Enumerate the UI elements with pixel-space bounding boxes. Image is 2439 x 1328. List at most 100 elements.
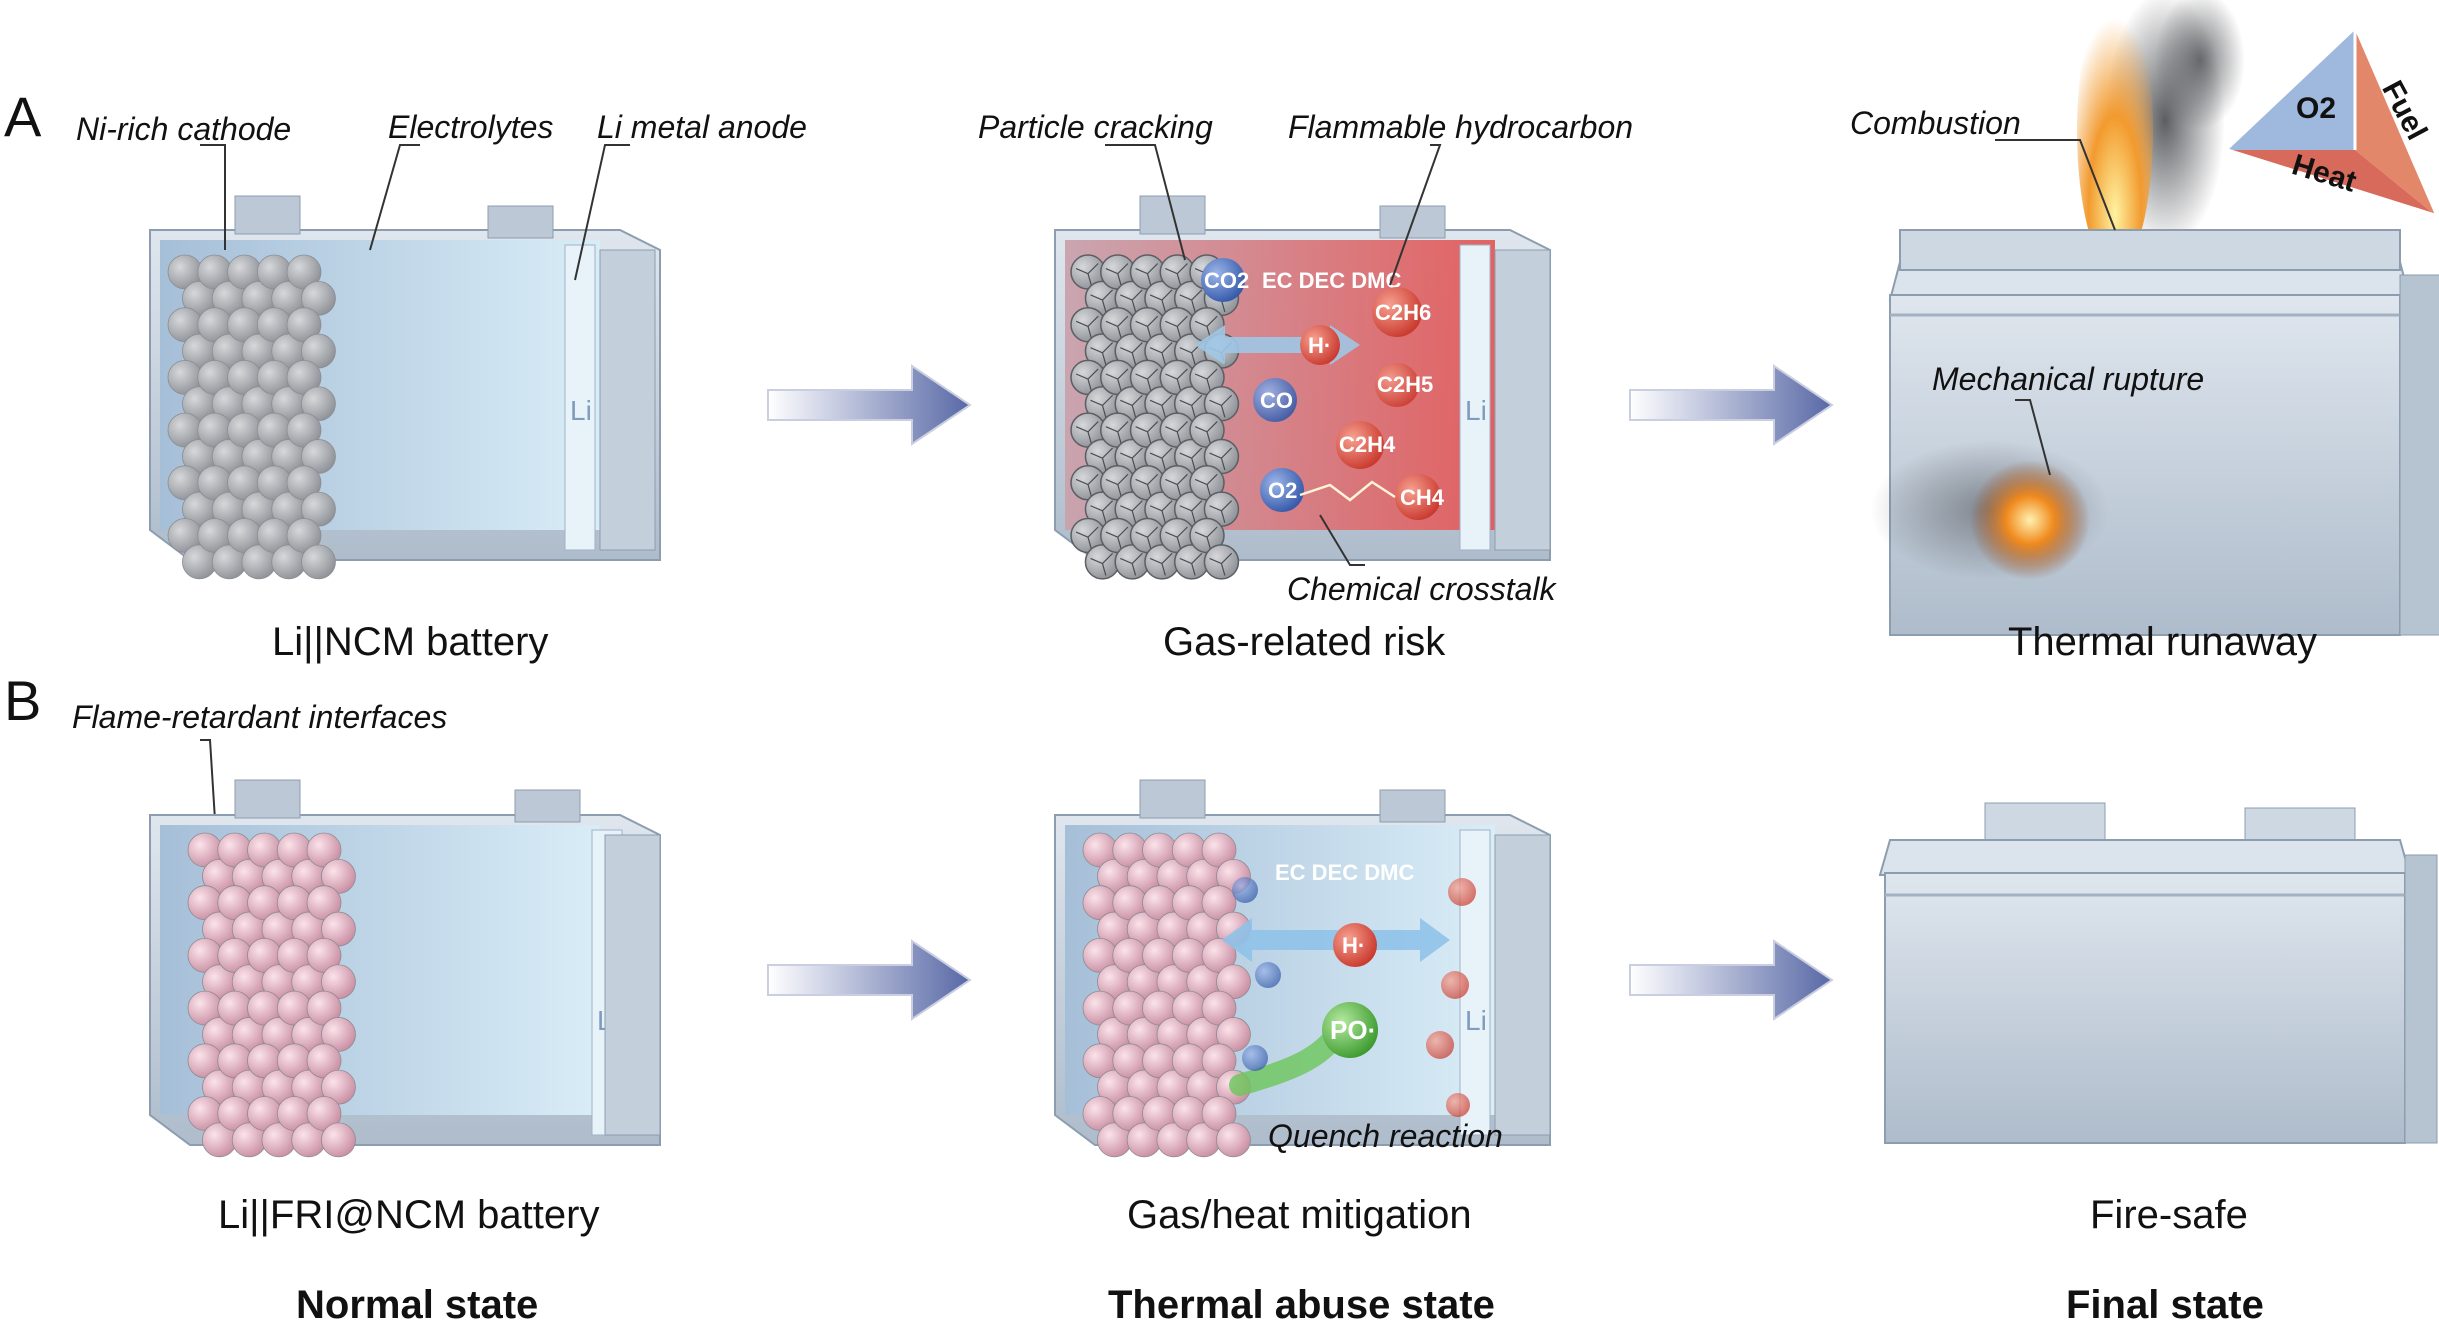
gas-o2-label: O2 bbox=[1268, 478, 1297, 503]
gas-co bbox=[1253, 378, 1297, 422]
arrow-b1 bbox=[767, 939, 972, 1021]
state-normal: Normal state bbox=[296, 1283, 538, 1327]
particle-crack bbox=[1075, 368, 1099, 392]
gas-c2h5 bbox=[1375, 363, 1419, 407]
particle-crack bbox=[1090, 447, 1114, 471]
particle-crack bbox=[1105, 315, 1129, 339]
particle-crack bbox=[1179, 500, 1203, 523]
cathode-particles-pink bbox=[187, 832, 356, 1158]
battery-gas-risk: Li EC DEC DMC CO2 H· C2H6 C2H5 CO C2H4 O… bbox=[1054, 195, 1551, 580]
particle-crack bbox=[1165, 315, 1188, 339]
arrow-b2 bbox=[1629, 939, 1834, 1021]
gas-c2h5-label: C2H5 bbox=[1377, 372, 1433, 397]
particle-crack bbox=[1075, 315, 1099, 339]
fire-triangle: O2 Fuel Heat bbox=[2227, 30, 2436, 217]
particle-crack bbox=[1179, 289, 1203, 313]
particle-crack bbox=[1209, 447, 1233, 471]
cathode-particles-pink bbox=[1082, 832, 1251, 1158]
caption-li-ncm: Li||NCM battery bbox=[272, 620, 548, 664]
particle-crack bbox=[1090, 552, 1114, 576]
particle-crack bbox=[1120, 342, 1143, 365]
gas-po-radical bbox=[1322, 1002, 1378, 1058]
gas-ch4 bbox=[1395, 474, 1441, 520]
particle-crack bbox=[1209, 552, 1233, 576]
caption-gas-risk: Gas-related risk bbox=[1163, 620, 1446, 664]
electrolyte-species: EC DEC DMC bbox=[1262, 268, 1401, 293]
particle-crack bbox=[1105, 421, 1129, 444]
particle-crack bbox=[1179, 552, 1203, 576]
gas-molecules-a: CO2 H· C2H6 C2H5 CO C2H4 O2 CH4 bbox=[1201, 258, 1445, 520]
battery-fire-safe bbox=[1878, 802, 2438, 1144]
label-mechanical-rupture: Mechanical rupture bbox=[1932, 361, 2204, 397]
anode-letter: Li bbox=[1465, 1005, 1487, 1036]
particle-crack bbox=[1105, 263, 1129, 286]
gas-po-radical-label: PO· bbox=[1330, 1015, 1376, 1045]
gas-h-radical-label: H· bbox=[1308, 333, 1331, 358]
particle-crack bbox=[1209, 394, 1233, 418]
rupture-burst bbox=[1970, 460, 2090, 580]
particle-crack bbox=[1179, 394, 1203, 418]
particle-crack bbox=[1209, 500, 1233, 523]
cathode-particle bbox=[321, 1122, 356, 1158]
particle-crack bbox=[1194, 526, 1218, 550]
particle-crack bbox=[1120, 447, 1143, 471]
anode-letter: Li bbox=[1465, 395, 1487, 426]
gas-co2 bbox=[1201, 258, 1245, 302]
particle-crack bbox=[1179, 447, 1203, 471]
particle-crack bbox=[1075, 473, 1099, 497]
state-final: Final state bbox=[2066, 1283, 2264, 1327]
particle-crack bbox=[1149, 289, 1173, 313]
particle-crack bbox=[1149, 447, 1173, 471]
label-quench-reaction: Quench reaction bbox=[1268, 1118, 1503, 1154]
particle-crack bbox=[1075, 526, 1099, 550]
gas-c2h4-label: C2H4 bbox=[1339, 432, 1396, 457]
cathode-particle bbox=[1203, 544, 1240, 580]
gas-c2h6 bbox=[1372, 287, 1422, 337]
particle-crack bbox=[1194, 421, 1218, 444]
leader-lines-a bbox=[200, 139, 2116, 1119]
particle-crack bbox=[1090, 342, 1114, 365]
particle-crack bbox=[1075, 263, 1099, 286]
particle-crack bbox=[1105, 473, 1129, 497]
particle-crack bbox=[1090, 289, 1114, 313]
label-flame-retardant-interfaces: Flame-retardant interfaces bbox=[72, 699, 447, 735]
label-chemical-crosstalk: Chemical crosstalk bbox=[1287, 571, 1558, 607]
cathode-particle bbox=[301, 544, 336, 580]
faded-gas-molecules bbox=[1232, 877, 1476, 1117]
particle-crack bbox=[1165, 368, 1188, 392]
gas-co-label: CO bbox=[1260, 388, 1293, 413]
label-ni-rich-cathode: Ni-rich cathode bbox=[76, 111, 291, 147]
state-abuse: Thermal abuse state bbox=[1108, 1283, 1495, 1327]
gas-ch4-label: CH4 bbox=[1400, 485, 1445, 510]
caption-fire-safe: Fire-safe bbox=[2090, 1193, 2248, 1237]
particle-crack bbox=[1090, 394, 1114, 418]
particle-crack bbox=[1194, 368, 1218, 392]
particle-crack bbox=[1135, 368, 1159, 392]
particle-crack bbox=[1120, 552, 1143, 576]
label-particle-cracking: Particle cracking bbox=[978, 109, 1213, 145]
panel-letter-b: B bbox=[4, 669, 41, 732]
anode-letter: Li bbox=[570, 395, 592, 426]
battery-li-fri-ncm: Li bbox=[149, 779, 661, 1158]
gas-co2-label: CO2 bbox=[1204, 268, 1249, 293]
particle-crack bbox=[1149, 342, 1173, 365]
label-electrolytes: Electrolytes bbox=[388, 109, 553, 145]
gas-o2 bbox=[1260, 468, 1304, 512]
particle-crack bbox=[1120, 500, 1143, 523]
cathode-particles-grey bbox=[167, 254, 336, 580]
flame-column bbox=[2077, 0, 2153, 270]
particle-crack bbox=[1105, 526, 1129, 550]
battery-li-ncm: Li bbox=[149, 195, 661, 580]
crosstalk-spark bbox=[1299, 480, 1396, 502]
gas-c2h4 bbox=[1336, 421, 1384, 469]
particle-crack bbox=[1105, 368, 1129, 392]
panel-letter-a: A bbox=[4, 85, 42, 148]
particle-crack bbox=[1149, 394, 1173, 418]
particle-crack bbox=[1120, 289, 1143, 313]
battery-gas-heat-mitigation: Li EC DEC DMC H· PO· bbox=[1054, 779, 1551, 1158]
arrow-a2 bbox=[1629, 364, 1834, 446]
label-li-metal-anode: Li metal anode bbox=[597, 109, 807, 145]
particle-crack bbox=[1135, 473, 1159, 497]
triangle-o2: O2 bbox=[2296, 92, 2336, 125]
